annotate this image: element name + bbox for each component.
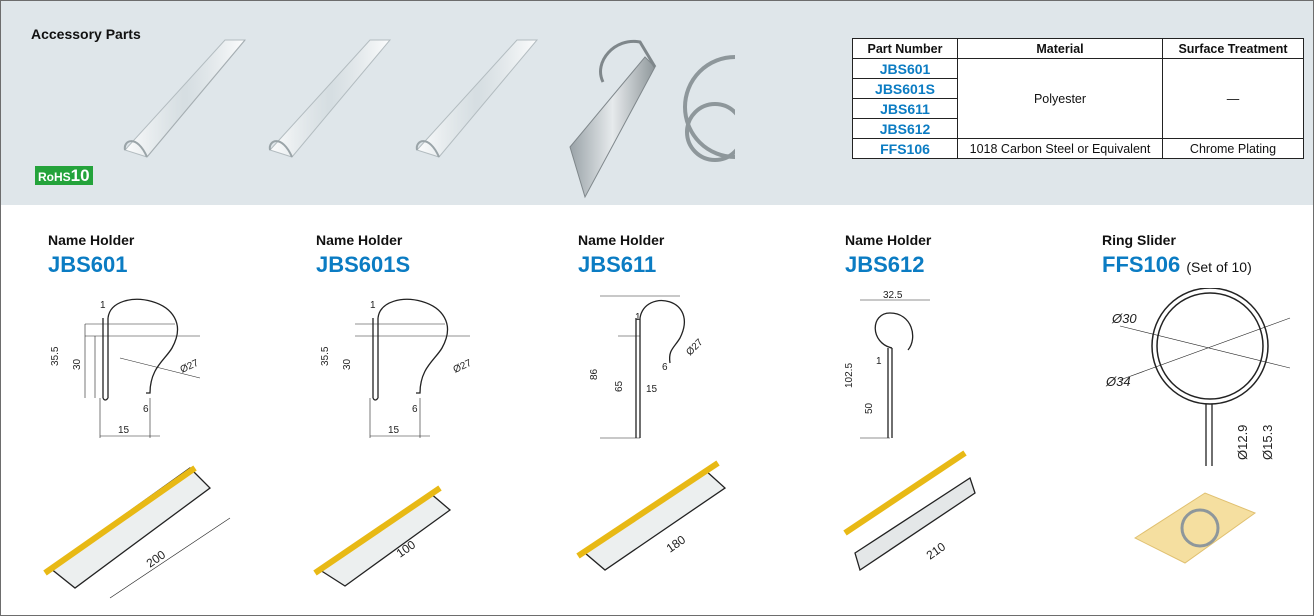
dim-label: 30 [342,358,353,370]
part-number-cell[interactable]: JBS611 [852,98,958,119]
drawing-jbs612: 32.5 1 102.5 50 210 [843,290,976,572]
holder-photo-3 [415,39,539,158]
ring-slider-photo [683,55,735,162]
dim-label: 6 [143,404,149,415]
dim-label: Ø27 [684,337,705,358]
product-ffs106: Ring Slider FFS106 (Set of 10) [1102,232,1252,278]
dim-label: 86 [589,368,600,380]
dim-label: Ø34 [1105,374,1131,389]
table-row: FFS106 1018 Carbon Steel or Equivalent C… [852,138,1304,159]
material-cell: Polyester [957,58,1163,139]
surface-cell: — [1162,58,1304,139]
dim-label: 50 [864,402,875,414]
drawing-jbs601s: 1 35.5 30 Ø27 6 15 100 [313,298,474,587]
dim-label: 1 [370,300,376,311]
part-number-cell[interactable]: FFS106 [852,138,958,159]
holder-photo-2 [268,39,392,158]
length-label: 180 [664,532,689,555]
product-code[interactable]: JBS611 [578,252,657,277]
dim-label: Ø27 [179,358,201,376]
length-label: 210 [924,539,949,562]
dim-label: 35.5 [320,346,331,366]
col-surface-treatment: Surface Treatment [1162,38,1304,59]
holder-photo-4 [569,39,657,199]
dim-label: 35.5 [50,346,61,366]
dim-label: 6 [662,362,668,373]
product-jbs612: Name Holder JBS612 [845,232,931,278]
table-header-row: Part Number Material Surface Treatment [852,38,1304,59]
dim-label: 1 [876,356,882,367]
dim-label: 15 [646,384,658,395]
dim-label: 15 [118,425,130,436]
col-part-number: Part Number [852,38,958,59]
product-code[interactable]: JBS612 [845,252,925,277]
technical-drawings: 1 35.5 30 Ø27 6 15 200 1 35.5 30 Ø27 6 1… [43,288,1291,599]
product-kind: Name Holder [48,232,135,248]
product-jbs601: Name Holder JBS601 [48,232,134,278]
product-kind: Name Holder [316,232,403,248]
dim-label: 65 [614,380,625,392]
rohs-badge: RoHS10 [35,166,93,185]
table-row: JBS612 [852,118,1304,139]
col-material: Material [957,38,1163,59]
dim-label: 32.5 [883,290,903,301]
spec-table: Part Number Material Surface Treatment J… [852,38,1304,159]
product-kind: Name Holder [845,232,932,248]
product-code[interactable]: JBS601 [48,252,128,277]
drawing-jbs611: 1 86 65 Ø27 6 15 180 [576,295,727,571]
dim-label: 1 [100,300,106,311]
dim-label: 102.5 [844,363,855,388]
part-number-cell[interactable]: JBS612 [852,118,958,139]
product-code[interactable]: FFS106 (Set of 10) [1102,252,1252,277]
table-row: JBS601 Polyester — [852,58,1304,139]
product-kind: Ring Slider [1102,232,1176,248]
dim-label: Ø15.3 [1260,425,1275,460]
length-label: 200 [144,547,169,570]
dim-label: 30 [72,358,83,370]
part-number-cell[interactable]: JBS601S [852,78,958,99]
accessory-photos [123,39,735,199]
drawing-jbs601: 1 35.5 30 Ø27 6 15 200 [43,298,231,599]
dim-label: 15 [388,425,400,436]
part-number-cell[interactable]: JBS601 [852,58,958,79]
product-kind: Name Holder [578,232,665,248]
product-jbs611: Name Holder JBS611 [578,232,664,278]
material-cell: 1018 Carbon Steel or Equivalent [957,138,1163,159]
section-title: Accessory Parts [31,26,141,42]
dim-label: Ø12.9 [1235,425,1250,460]
product-jbs601s: Name Holder JBS601S [316,232,410,278]
dim-label: 1 [635,312,641,323]
dim-label: Ø27 [452,358,474,376]
surface-cell: Chrome Plating [1162,138,1304,159]
holder-photo-1 [123,39,247,158]
product-code[interactable]: JBS601S [316,252,411,277]
drawing-ffs106: Ø30 Ø34 Ø12.9 Ø15.3 [1105,288,1291,564]
dim-label: 6 [412,404,418,415]
dim-label: Ø30 [1111,311,1137,326]
